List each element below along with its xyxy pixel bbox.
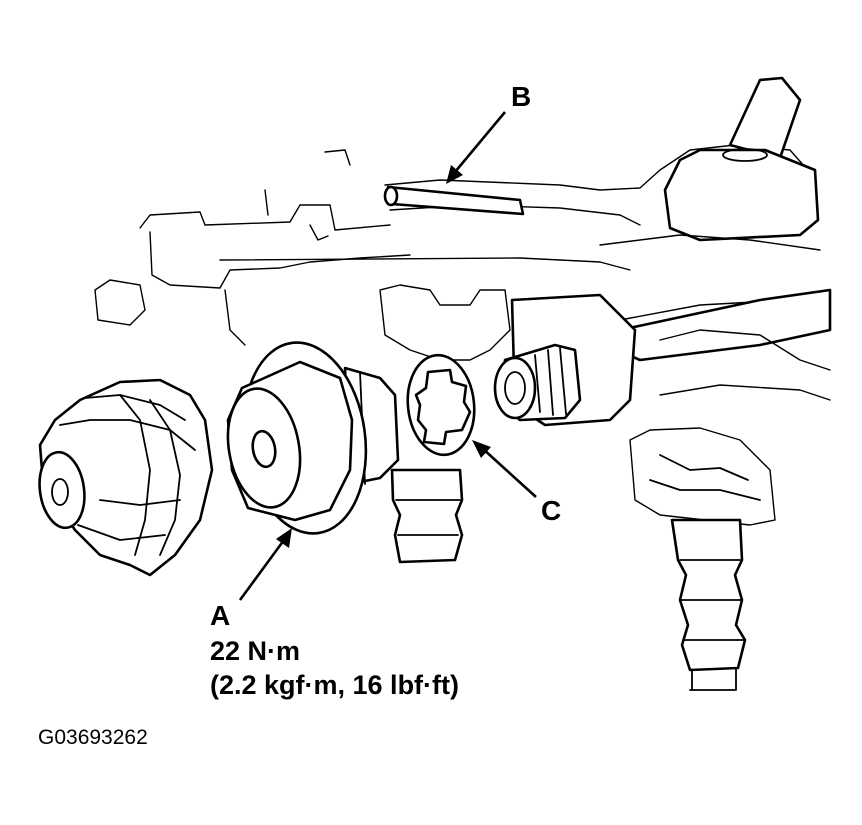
torque-spec-alternate: (2.2 kgf·m, 16 lbf·ft)	[210, 670, 460, 700]
callout-a: A	[210, 600, 231, 631]
torque-spec-metric: 22 N·m	[210, 636, 301, 666]
arrow-b-head	[446, 165, 463, 184]
arrow-a-leader	[238, 539, 286, 601]
fuel-rail-assembly	[94, 76, 832, 691]
arrow-c-head	[472, 440, 491, 458]
arrow-c-leader	[481, 447, 537, 498]
pressure-regulator-a	[226, 341, 400, 535]
retainer-clip-c	[406, 353, 476, 457]
leader-arrows	[238, 111, 537, 601]
threaded-fitting	[493, 343, 582, 422]
figure-id: G03693262	[38, 726, 148, 749]
arrow-a-head	[276, 528, 292, 548]
callout-c: C	[541, 495, 562, 526]
regulator-cover	[38, 378, 214, 577]
callout-b: B	[511, 81, 532, 112]
arrow-b-leader	[454, 111, 506, 173]
